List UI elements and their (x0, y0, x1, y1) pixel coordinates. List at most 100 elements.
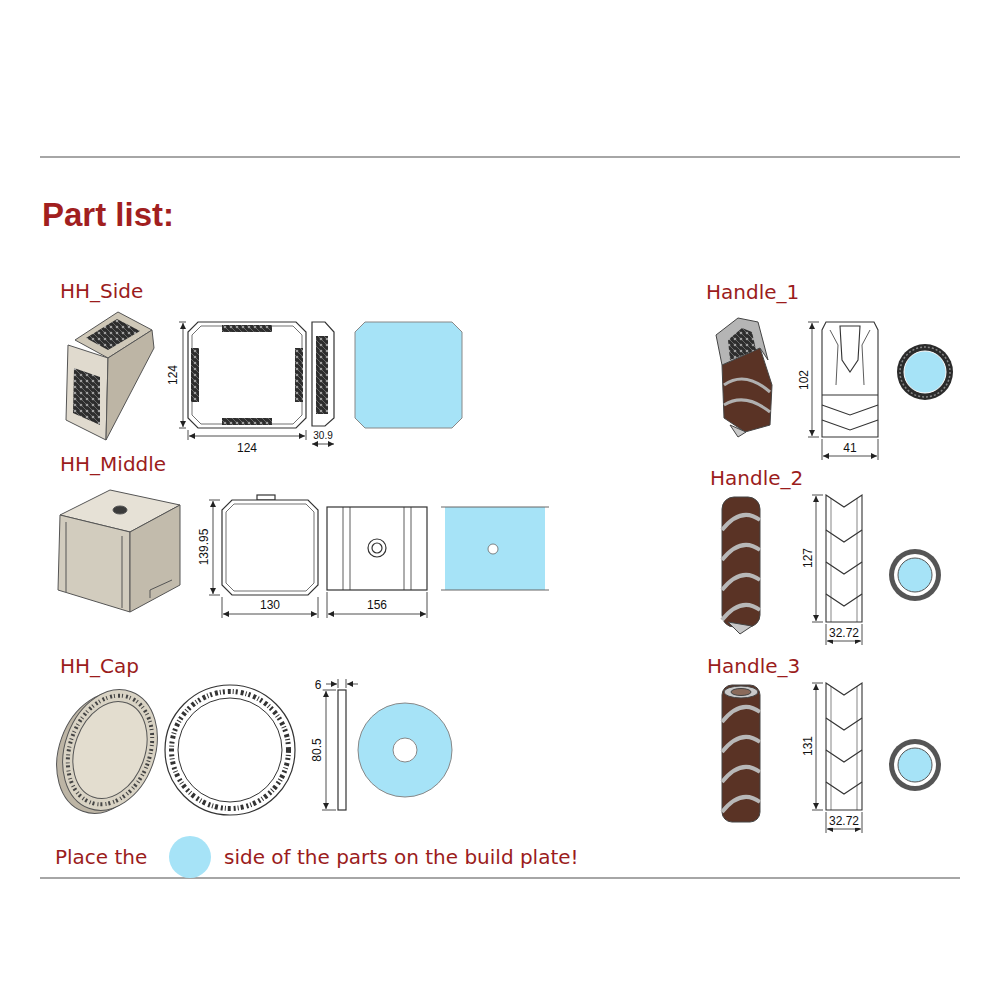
side-front-view (295, 348, 303, 402)
dimension-value: 124 (236, 442, 258, 455)
middle-base-face (488, 544, 498, 554)
handle2-front-view (826, 495, 862, 622)
side-front-view (192, 326, 302, 424)
dimension-line (223, 614, 317, 615)
dimension-line (209, 595, 220, 596)
part-name: Handle_3 (707, 655, 800, 677)
side-profile-view (312, 322, 334, 426)
label-slot: HH_Middle (60, 453, 166, 475)
dimension-line (326, 691, 327, 809)
middle-base-face (441, 590, 549, 591)
dimension-value: 127 (802, 547, 815, 569)
dimension-line (312, 444, 334, 445)
dimension-value: 139.95 (198, 528, 211, 567)
base-face-dot (169, 836, 211, 878)
handle1-front-view (822, 394, 878, 395)
handle1-base-face (904, 351, 946, 393)
handle1-3d-view (728, 328, 756, 360)
dimension-line (862, 812, 863, 833)
handle3-3d-view (722, 685, 760, 822)
label-slot: HH_Side (60, 280, 143, 302)
page-title: Part list: (42, 197, 174, 233)
handle2-base-face (889, 549, 941, 601)
dimension-line (427, 592, 428, 618)
middle-profile-view (327, 507, 427, 590)
dimension-line (346, 679, 347, 688)
placement-note: Place the (55, 846, 147, 868)
middle-profile-view (404, 507, 405, 590)
cap-front-view (178, 698, 282, 802)
dimension-value: 32.72 (828, 627, 860, 640)
handle3-3d-view (731, 689, 751, 696)
label-slot: side of the parts on the build plate! (224, 846, 579, 868)
cap-front-view (165, 685, 295, 815)
dimension-line (322, 810, 336, 811)
side-front-view (188, 322, 306, 428)
label-slot: 102 (795, 369, 811, 391)
cap-profile-view (338, 690, 346, 810)
handle2-3d-view (722, 545, 760, 560)
dimension-line (209, 500, 220, 501)
dimension-value: 30.9 (312, 430, 333, 441)
handle3-front-view (826, 683, 862, 810)
title-slot: Part list: (42, 197, 174, 233)
cap-base-face (358, 703, 452, 797)
middle-profile-view (368, 539, 386, 557)
handle2-front-view (857, 498, 858, 622)
handle3-3d-view (722, 797, 760, 812)
dimension-line (816, 684, 817, 809)
handle2-3d-view (722, 497, 760, 627)
handle2-base-face (898, 558, 932, 592)
dimension-line (179, 322, 334, 444)
dimension-line (808, 322, 878, 460)
side-3d-view (106, 330, 154, 440)
dimension-line (812, 622, 823, 623)
cap-3d-view (53, 684, 166, 817)
label-slot: 156 (366, 596, 388, 612)
handle1-3d-view (724, 400, 770, 412)
dimension-value: 156 (366, 599, 388, 612)
dimension-value: 6 (314, 679, 323, 692)
cap-3d-view (60, 691, 160, 809)
label-slot: 124 (236, 439, 258, 455)
middle-front-view (222, 500, 318, 595)
part-name: Handle_2 (710, 467, 803, 489)
middle-3d-view (150, 580, 172, 598)
cap-base-face (358, 703, 452, 797)
handle3-front-view (826, 750, 862, 762)
handle2-base-face (894, 554, 936, 596)
label-slot: 80.5 (308, 737, 324, 762)
dimension-line (878, 439, 879, 460)
handle2-front-view (826, 562, 862, 574)
handle1-base-face (897, 344, 953, 400)
dimension-line (326, 684, 337, 685)
handle2-3d-view (722, 515, 760, 530)
handle3-base-face (898, 748, 932, 782)
side-profile-view (312, 322, 334, 426)
dimension-value: 131 (802, 735, 815, 757)
middle-3d-view (66, 522, 67, 592)
dimension-line (827, 829, 861, 830)
middle-profile-view (411, 507, 412, 590)
middle-3d-view (58, 490, 180, 612)
dimension-line (826, 624, 827, 645)
handle1-3d-view (724, 379, 770, 392)
dimension-value: 41 (842, 442, 857, 455)
handle3-front-view (826, 683, 862, 810)
handle3-3d-view (722, 767, 760, 782)
cap-front-view (172, 692, 289, 809)
rule-line (40, 877, 960, 879)
handle3-front-view (857, 686, 858, 810)
label-slot: Handle_1 (706, 281, 799, 303)
label-slot: 127 (799, 547, 815, 569)
dimension-line (812, 683, 862, 833)
handle1-3d-view (730, 425, 746, 437)
middle-profile-view (327, 507, 427, 590)
rule-line (40, 157, 960, 878)
base-face-dot (169, 836, 211, 878)
cap-profile-view (338, 690, 346, 810)
cap-3d-view (47, 676, 174, 823)
side-front-view (222, 418, 272, 425)
middle-base-face (441, 507, 549, 590)
handle1-3d-view (716, 318, 768, 365)
